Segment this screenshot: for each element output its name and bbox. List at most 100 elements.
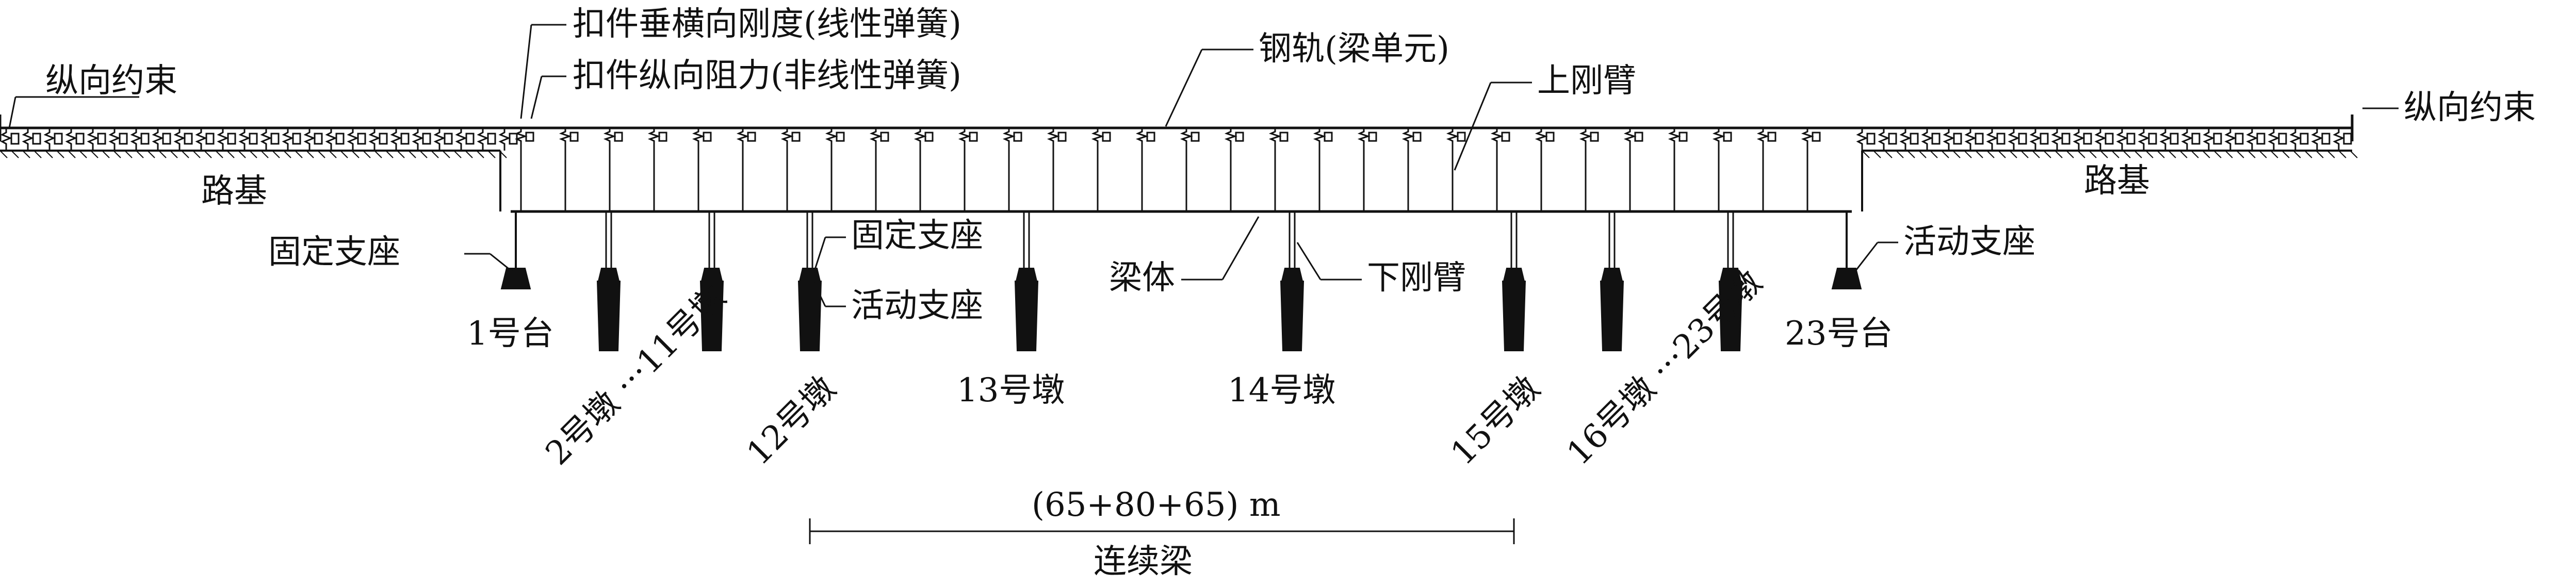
bearing xyxy=(597,268,620,282)
fastener-spring-right-damper xyxy=(1910,133,1919,145)
fastener-spring-bridge xyxy=(780,128,794,146)
subgrade-left-hatch xyxy=(397,150,405,158)
fastener-spring-bridge xyxy=(1313,128,1326,146)
fastener-spring-right xyxy=(1921,128,1933,151)
fastener-spring-left-damper xyxy=(422,133,431,145)
subgrade-right-hatch xyxy=(2247,150,2256,158)
subgrade-left-hatch xyxy=(329,150,337,158)
fastener-spring-left xyxy=(22,128,34,151)
fastener-spring-bridge xyxy=(1091,128,1104,146)
fastener-spring-left-damper xyxy=(205,133,215,145)
subgrade-left-hatch xyxy=(68,150,76,158)
fastener-spring-right xyxy=(1964,128,1977,151)
fastener-spring-left xyxy=(433,128,446,151)
fastener-spring-bridge-damper xyxy=(1191,132,1200,142)
subgrade-right-hatch xyxy=(2281,150,2290,158)
leader-fastener-1b xyxy=(520,24,532,119)
fastener-spring-left xyxy=(368,128,381,151)
subgrade-right-hatch xyxy=(2157,150,2165,158)
fastener-spring-right-damper xyxy=(2061,133,2070,145)
fastener-spring-left xyxy=(282,128,294,151)
fastener-spring-bridge xyxy=(1712,128,1725,146)
fastener-spring-right xyxy=(1856,128,1868,151)
fastener-spring-left xyxy=(477,128,489,151)
fastener-spring-bridge-damper xyxy=(1324,132,1333,142)
fastener-spring-bridge xyxy=(1357,128,1371,146)
label-pier-2-11: 2号墩 ···11号墩 xyxy=(539,278,733,472)
fastener-spring-bridge-damper xyxy=(525,132,534,142)
fastener-spring-bridge-damper xyxy=(1590,132,1599,142)
fastener-spring-bridge-damper xyxy=(1146,132,1155,142)
subgrade-left-hatch xyxy=(147,150,155,158)
label-fixed-bearing-mid: 固定支座 xyxy=(851,217,983,255)
subgrade-left-hatch xyxy=(56,150,64,158)
fastener-spring-left xyxy=(108,128,121,151)
subgrade-left-hatch xyxy=(442,150,450,158)
fastener-spring-right-damper xyxy=(2343,133,2352,145)
fastener-spring-right xyxy=(2311,128,2323,151)
label-abutment-23: 23号台 xyxy=(1785,315,1893,353)
fastener-spring-right xyxy=(1943,128,1955,151)
fastener-spring-right xyxy=(2138,128,2150,151)
fastener-spring-left xyxy=(0,128,12,151)
fastener-spring-right-damper xyxy=(2235,133,2244,145)
subgrade-right-hatch xyxy=(2213,150,2222,158)
fastener-spring-right xyxy=(2159,128,2172,151)
fastener-spring-bridge-damper xyxy=(836,132,845,142)
fastener-spring-bridge xyxy=(1446,128,1459,146)
fastener-spring-bridge-damper xyxy=(1368,132,1377,142)
subgrade-right-hatch xyxy=(1998,150,2006,158)
fastener-spring-right-damper xyxy=(2300,133,2309,145)
subgrade-left-hatch xyxy=(102,150,110,158)
fastener-spring-bridge xyxy=(1135,128,1149,146)
label-longitudinal-constraint-left: 纵向约束 xyxy=(45,62,177,100)
fastener-spring-right xyxy=(2073,128,2085,151)
fastener-spring-right xyxy=(2029,128,2042,151)
subgrade-left-hatch xyxy=(238,150,246,158)
subgrade-right-hatch xyxy=(2111,150,2120,158)
fastener-spring-right xyxy=(2268,128,2280,151)
subgrade-right-hatch xyxy=(1918,150,1927,158)
fastener-spring-right xyxy=(2116,128,2128,151)
fastener-spring-bridge xyxy=(736,128,749,146)
fastener-spring-bridge-damper xyxy=(1634,132,1643,142)
fastener-spring-right xyxy=(1986,128,1998,151)
fastener-spring-bridge-damper xyxy=(791,132,801,142)
subgrade-left-hatch xyxy=(487,150,496,158)
fastener-spring-bridge xyxy=(1268,128,1282,146)
fastener-spring-right-damper xyxy=(2040,133,2049,145)
fastener-spring-bridge xyxy=(825,128,838,146)
fastener-spring-left-damper xyxy=(162,133,171,145)
fastener-spring-right xyxy=(2289,128,2302,151)
subgrade-right-hatch xyxy=(2020,150,2029,158)
pier-column xyxy=(596,281,621,351)
subgrade-right-hatch xyxy=(2066,150,2074,158)
subgrade-left-hatch xyxy=(351,150,360,158)
fastener-spring-left xyxy=(455,128,467,151)
subgrade-left-hatch xyxy=(385,150,394,158)
fastener-spring-right-damper xyxy=(2105,133,2114,145)
subgrade-right-hatch xyxy=(2032,150,2040,158)
fastener-spring-right-damper xyxy=(1888,133,1897,145)
bearing xyxy=(798,268,821,282)
fastener-spring-bridge xyxy=(603,128,616,146)
fastener-spring-right-damper xyxy=(2148,133,2157,145)
subgrade-left-hatch xyxy=(192,150,201,158)
fastener-spring-left-damper xyxy=(140,133,150,145)
subgrade-left-hatch xyxy=(158,150,167,158)
fastener-spring-bridge-damper xyxy=(969,132,978,142)
structure-layer xyxy=(0,24,2399,544)
subgrade-left-hatch xyxy=(124,150,133,158)
fastener-spring-left xyxy=(87,128,99,151)
fastener-spring-bridge xyxy=(914,128,927,146)
subgrade-left-hatch xyxy=(419,150,428,158)
fastener-spring-left xyxy=(412,128,424,151)
subgrade-right-hatch xyxy=(2270,150,2278,158)
fastener-spring-bridge-damper xyxy=(1812,132,1821,142)
subgrade-right-hatch xyxy=(2089,150,2097,158)
subgrade-right-hatch xyxy=(1952,150,1961,158)
subgrade-right-hatch xyxy=(2123,150,2131,158)
subgrade-left-hatch xyxy=(0,150,8,158)
